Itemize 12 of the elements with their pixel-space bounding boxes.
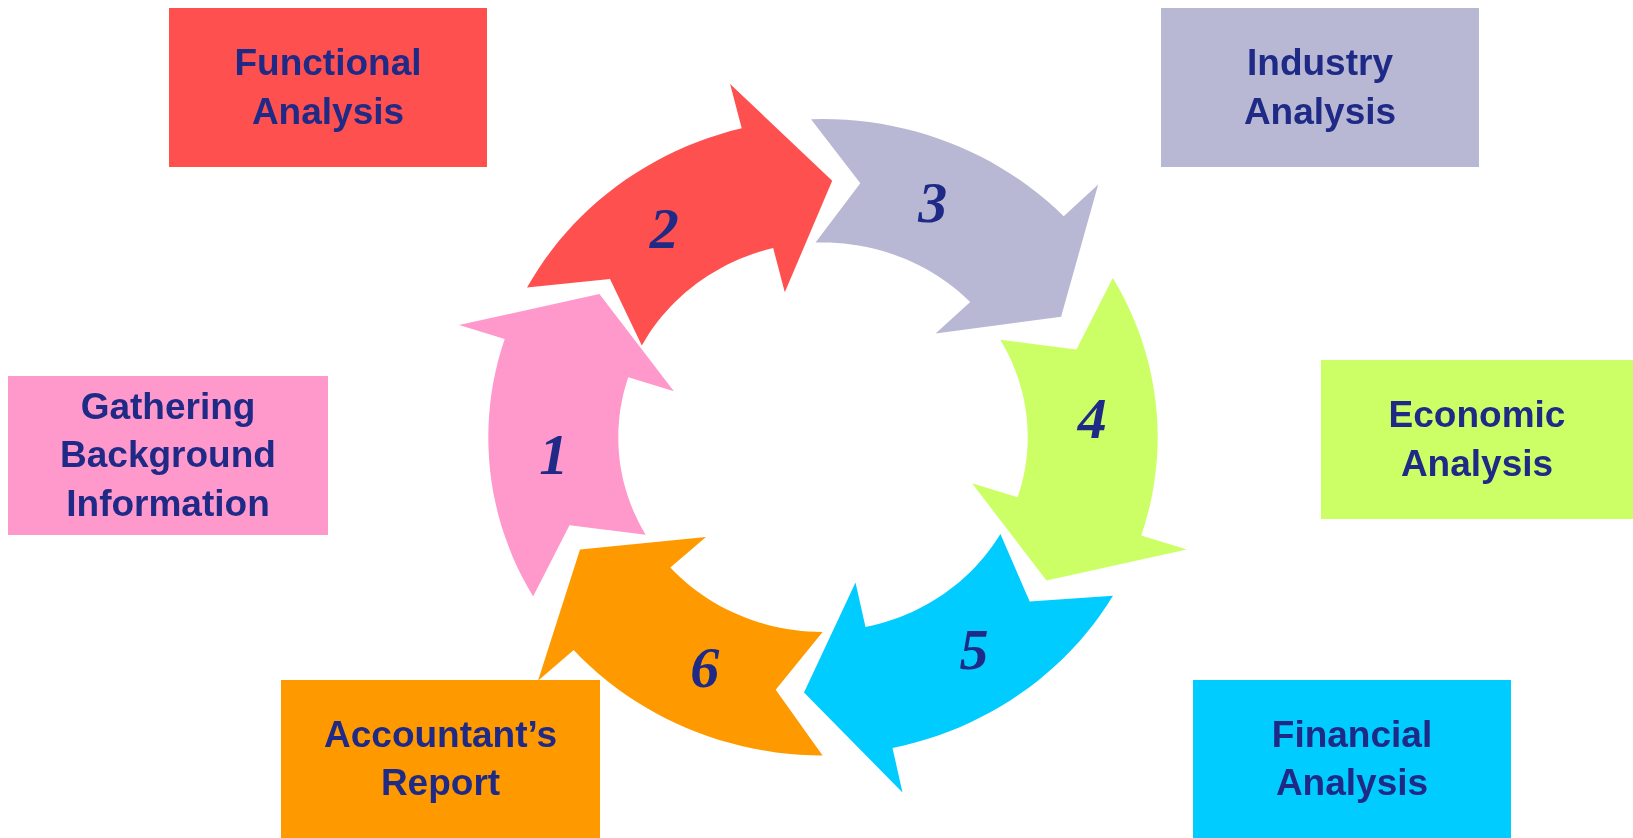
step-number: 6 xyxy=(690,638,720,697)
step-box: Functional Analysis xyxy=(169,8,487,167)
step-number: 1 xyxy=(539,425,569,484)
step-number: 2 xyxy=(649,200,679,259)
step-box: Accountant’s Report xyxy=(281,680,600,838)
step-box: Financial Analysis xyxy=(1193,680,1511,838)
step-number: 4 xyxy=(1077,390,1107,449)
step-number: 5 xyxy=(959,620,989,679)
step-box: Industry Analysis xyxy=(1161,8,1479,167)
step-box: Gathering Background Information xyxy=(8,376,328,535)
step-number: 3 xyxy=(918,173,948,232)
step-box: Economic Analysis xyxy=(1321,360,1633,519)
